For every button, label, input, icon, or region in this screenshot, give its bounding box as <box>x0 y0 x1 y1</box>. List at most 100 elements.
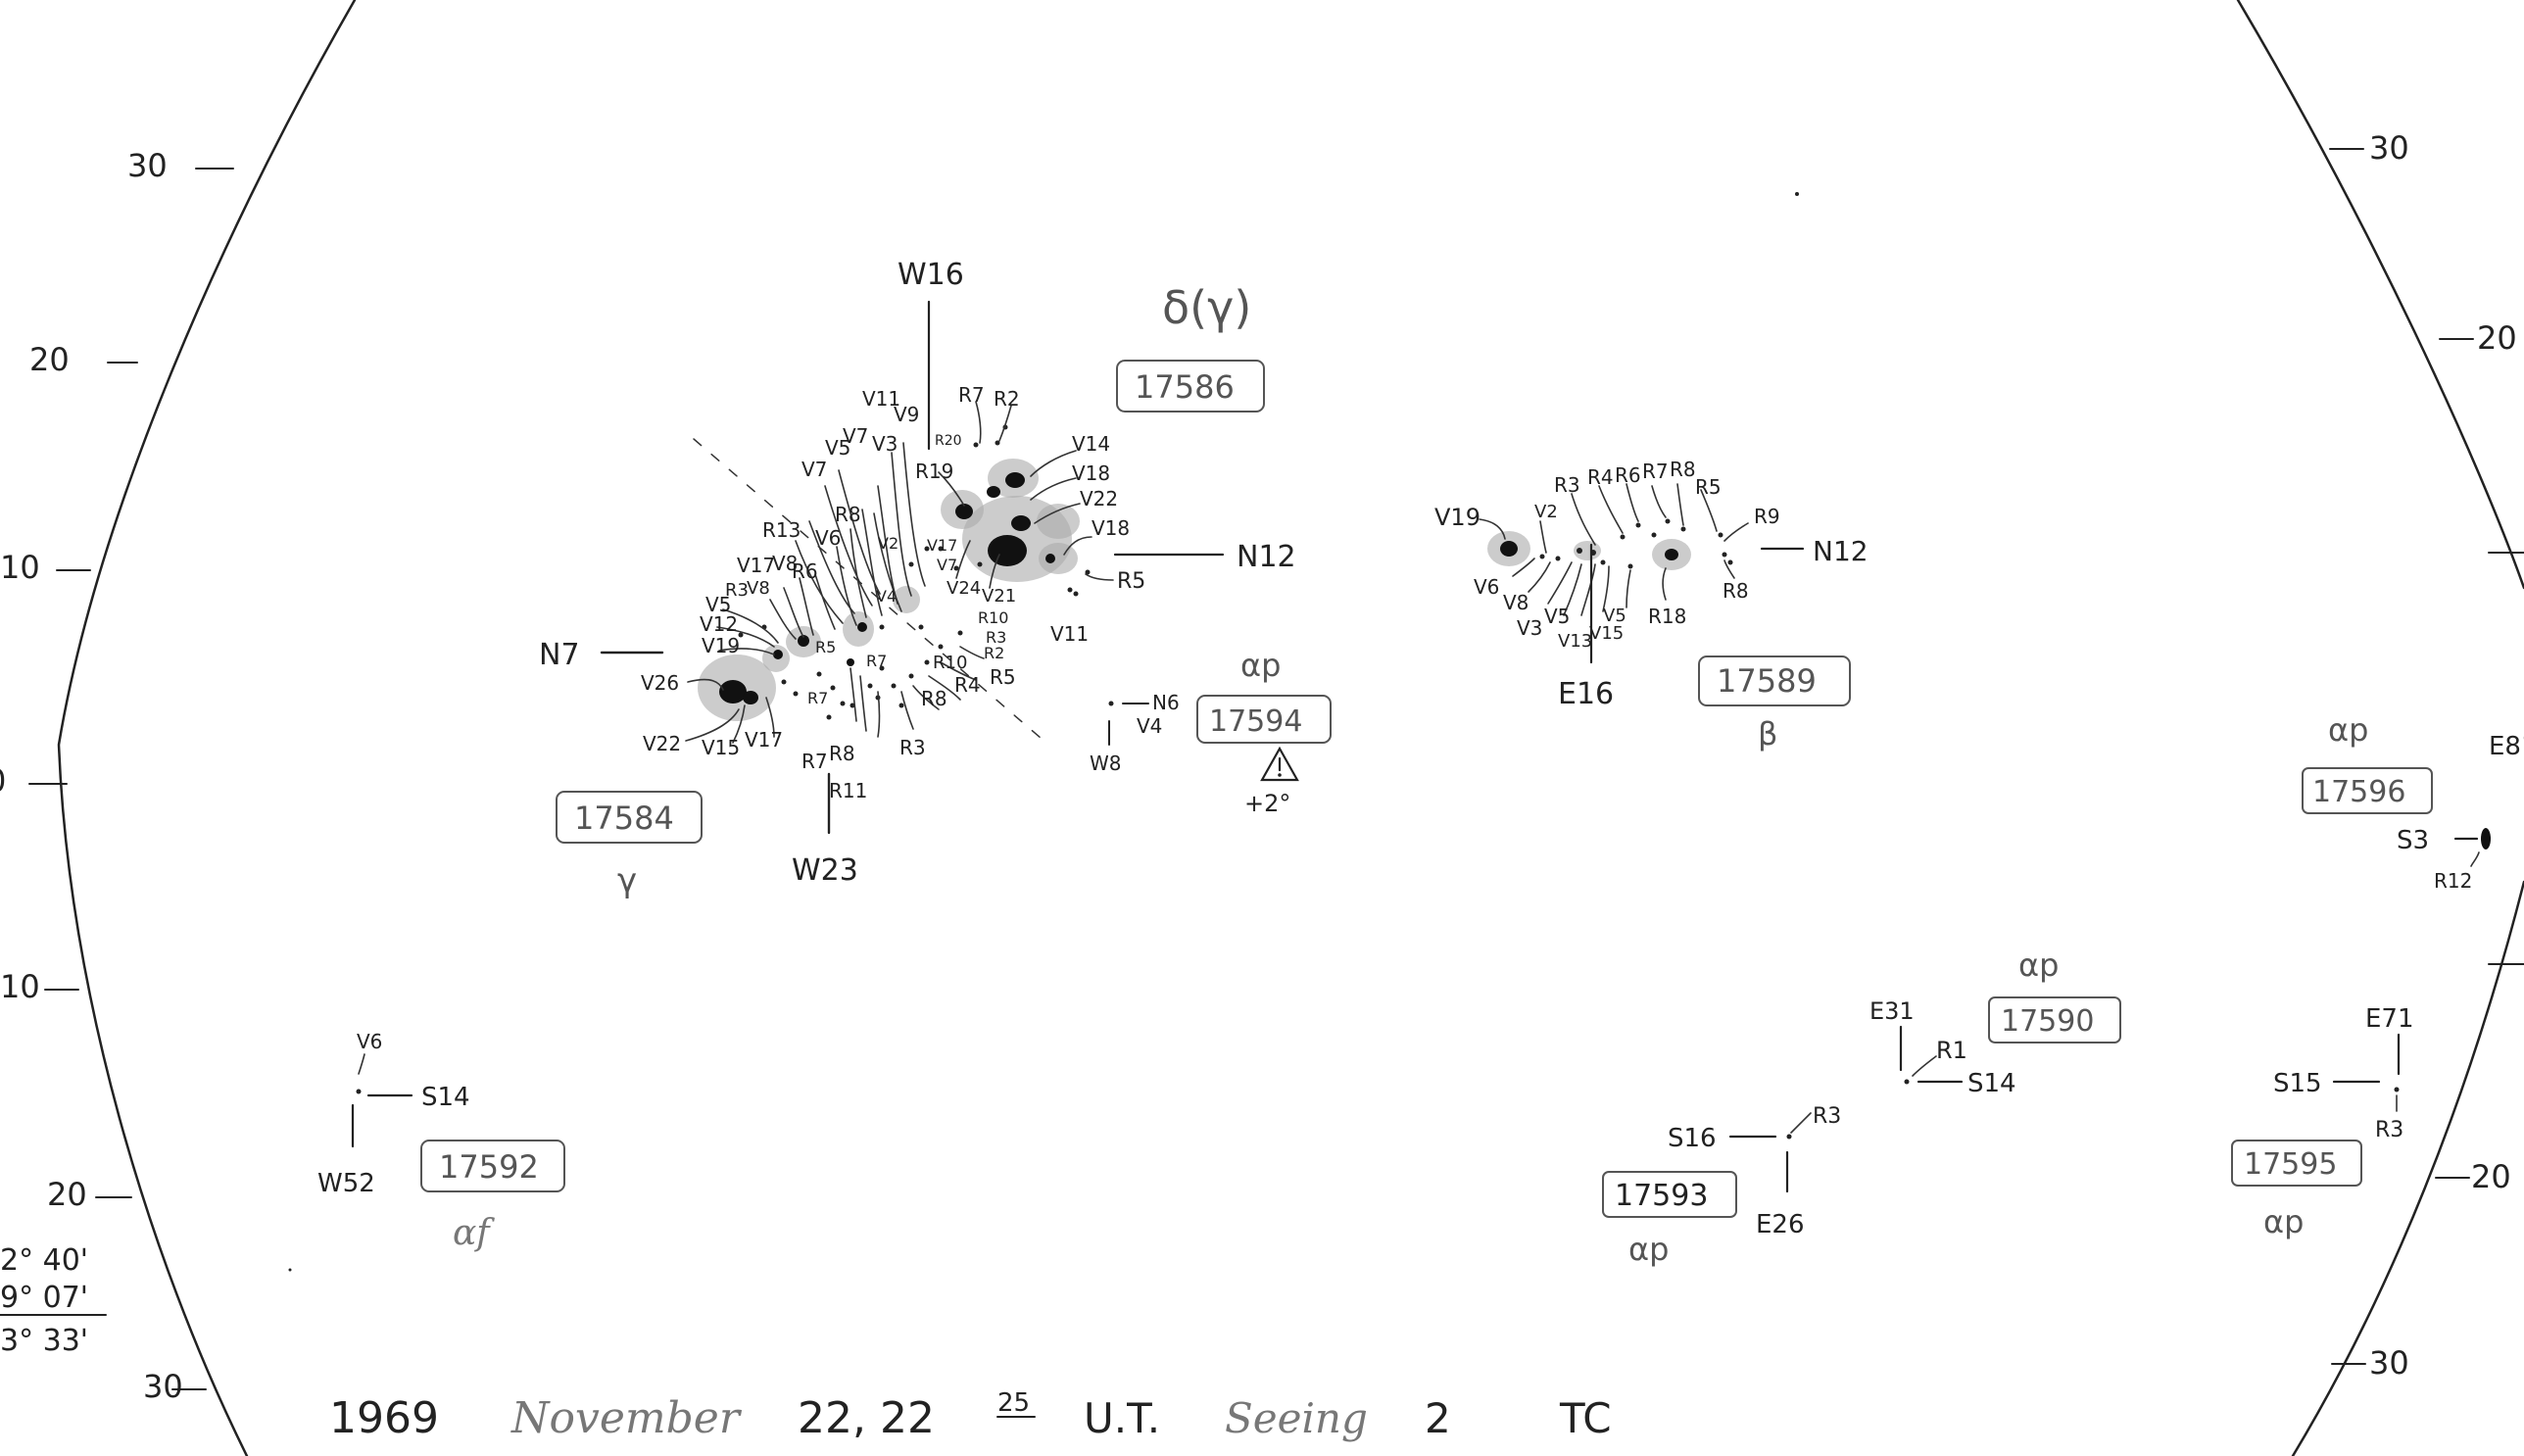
group-17584-number: 17584 <box>574 800 674 837</box>
spot-label: V21 <box>982 586 1016 607</box>
group-17593-box <box>1602 1171 1737 1218</box>
warning-triangle-icon <box>1260 746 1299 782</box>
pore-field <box>908 424 1091 597</box>
spot-label: R7 <box>866 652 887 670</box>
spot-label: R3 <box>725 580 749 601</box>
spot-label: R7 <box>1642 460 1669 483</box>
group-17595-s-marker: S15 <box>2273 1069 2322 1098</box>
group-17590: E31 R1 S14 αp 17590 <box>1869 946 2121 1098</box>
sunspot-umbra <box>988 535 1027 566</box>
group-17595-class: αp <box>2263 1203 2304 1240</box>
spot-label: V6 <box>1474 575 1499 599</box>
spot-label: R3 <box>899 736 926 759</box>
spot-label: R3 <box>986 628 1006 647</box>
group-17584-box <box>556 791 703 844</box>
spot-label: R6 <box>792 559 818 583</box>
group-17586-w-marker: W16 <box>898 258 964 292</box>
group-17590-e-marker: E31 <box>1869 997 1915 1025</box>
spot-label: R3 <box>2375 1118 2403 1142</box>
corner-note: 2° 40' <box>0 1243 88 1278</box>
group-17584-class: γ <box>617 861 637 900</box>
caption-year: 1969 <box>329 1393 439 1443</box>
spot-label: R19 <box>915 460 953 483</box>
group-17589-labels: V19 V2 R3 R4 R6 R7 R8 R5 R9 R8 V6 V8 V3 … <box>1434 458 1780 652</box>
group-17594-n-marker: N6 <box>1152 691 1180 714</box>
spot-label: V15 <box>702 736 740 759</box>
group-17595-e-marker: E71 <box>2365 1004 2414 1034</box>
group-17595-number: 17595 <box>2244 1147 2337 1182</box>
group-17593-e-marker: E26 <box>1756 1210 1805 1239</box>
spot-label: V4 <box>1137 714 1162 738</box>
sunspot-umbra <box>1045 554 1055 563</box>
group-17595-box <box>2231 1140 2362 1187</box>
sunspot-umbra <box>1500 541 1518 557</box>
left-scale-label: 20 <box>47 1176 87 1213</box>
group-17586: W16 N12 R7 R2 R20 R19 V14 V18 V22 V18 V1… <box>878 258 1296 646</box>
caption-ut: U.T. <box>1084 1394 1160 1442</box>
sunspot-penumbra <box>1037 504 1080 539</box>
caption-observer: TC <box>1559 1394 1612 1442</box>
spot-label: R5 <box>990 665 1016 689</box>
group-17592-w-marker: W52 <box>317 1169 375 1198</box>
spot-label: V3 <box>1517 616 1542 640</box>
spot-label: R3 <box>1813 1104 1841 1129</box>
spot-label: R2 <box>984 644 1004 662</box>
sunspot-penumbra <box>1574 541 1601 560</box>
spot-label: V7 <box>801 458 827 481</box>
spot-label: R6 <box>1615 463 1641 487</box>
right-scale-label: 30 <box>2369 129 2409 167</box>
spot-label: R10 <box>978 608 1008 627</box>
sunspot-umbra <box>719 680 747 704</box>
spot-label: R2 <box>994 387 1020 411</box>
sunspot-umbra <box>1665 549 1678 560</box>
spot-label: V24 <box>946 578 981 599</box>
left-scale: 30 20 10 0 10 20 30 <box>0 147 234 1405</box>
spot-label: V11 <box>862 387 900 411</box>
group-17590-number: 17590 <box>2001 1004 2094 1039</box>
group-17593-number: 17593 <box>1615 1179 1708 1213</box>
sunspot-umbra <box>987 486 1000 498</box>
caption-month: November <box>510 1393 743 1443</box>
spot-label: V8 <box>747 578 770 599</box>
group-17590-class: αp <box>2018 946 2059 984</box>
spot-label: R1 <box>1936 1037 1967 1064</box>
spot-label: V11 <box>1050 622 1089 646</box>
spot-label: V18 <box>1072 461 1110 485</box>
spot-label: R10 <box>933 653 967 673</box>
spot-label: R4 <box>954 673 981 697</box>
sunspot-penumbra <box>1039 543 1078 574</box>
sunspot-umbra <box>857 622 867 632</box>
sunspot-umbra <box>1011 515 1031 531</box>
group-17595: E71 S15 R3 17595 αp <box>2231 1004 2414 1240</box>
spot-label: R9 <box>1754 505 1780 528</box>
left-scale-label: 30 <box>143 1368 183 1405</box>
spot-label: R8 <box>829 742 855 765</box>
group-17594: N6 V4 W8 αp 17594 +2° <box>1090 647 1332 817</box>
group-17593: R3 S16 E26 17593 αp <box>1602 1104 1841 1268</box>
spot-label: V8 <box>772 552 798 575</box>
spot-label: R13 <box>762 518 801 542</box>
group-17586-number: 17586 <box>1135 368 1235 406</box>
group-17589-e-marker: E16 <box>1558 677 1614 711</box>
sunspot-umbra <box>2481 828 2491 849</box>
group-17592-class: αf <box>453 1213 495 1253</box>
spot-label: V26 <box>641 671 679 695</box>
sunspot-umbra <box>955 504 973 519</box>
label-pointers <box>1479 483 1749 616</box>
group-17592-s-marker: S14 <box>421 1083 470 1112</box>
caption-seeing-value: 2 <box>1425 1394 1451 1442</box>
group-17594-number: 17594 <box>1209 704 1302 739</box>
spot-label: R8 <box>1723 579 1749 603</box>
left-scale-label: 20 <box>29 341 70 378</box>
group-17596: αp 17596 E81 S3 R12 <box>2302 711 2524 893</box>
spot-label: V17 <box>927 536 957 555</box>
group-17589: E16 N12 V19 V2 R3 R4 R6 R7 R8 R5 R9 R8 V… <box>1434 458 1869 752</box>
group-17592-number: 17592 <box>439 1148 539 1186</box>
spot-label: R5 <box>1695 475 1722 499</box>
spot-label: V18 <box>1092 516 1130 540</box>
group-17589-box <box>1698 655 1851 706</box>
right-scale-label: 20 <box>2477 319 2517 357</box>
spot-label: V17 <box>745 728 783 752</box>
spot-label: V8 <box>1503 591 1529 614</box>
group-17596-class: αp <box>2328 711 2368 749</box>
